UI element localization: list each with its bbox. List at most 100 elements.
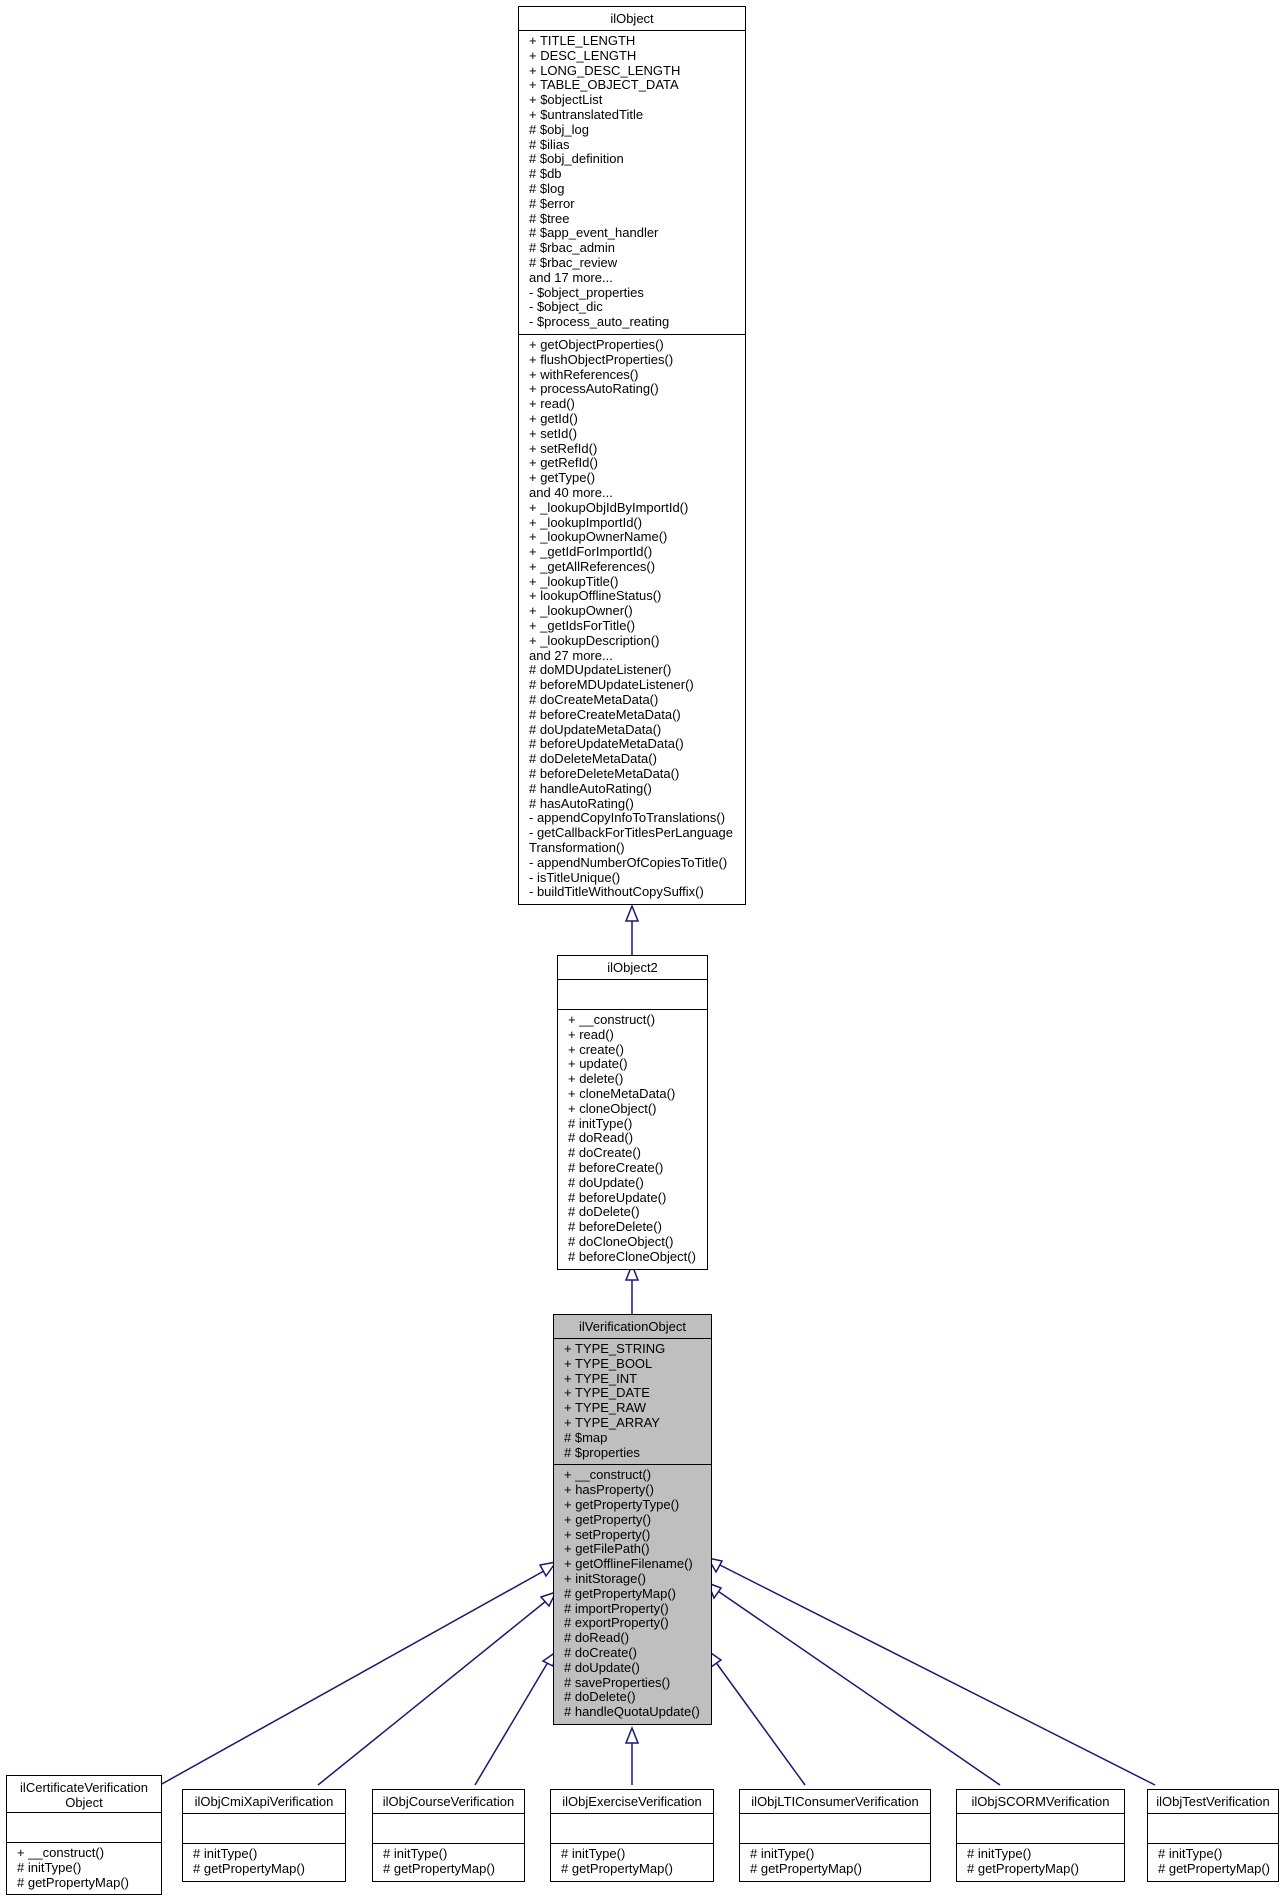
member-line: + TYPE_DATE bbox=[564, 1385, 650, 1401]
member-line: + getPropertyType() bbox=[564, 1496, 680, 1512]
member-line: + getRefId() bbox=[529, 455, 599, 471]
arrowhead-ilObject2 bbox=[624, 1262, 640, 1281]
class-title: ilObjLTIConsumerVerification bbox=[740, 1790, 930, 1814]
methods-section: + __construct()# initType()# getProperty… bbox=[7, 1842, 161, 1894]
member-line: # doDelete() bbox=[568, 1204, 640, 1220]
member-line: # getPropertyMap() bbox=[1158, 1860, 1270, 1876]
member-line: + TABLE_OBJECT_DATA bbox=[529, 77, 679, 93]
edge-ilObjCourseVerification bbox=[474, 1656, 552, 1786]
member-line: # $db bbox=[529, 166, 562, 182]
attributes-section bbox=[551, 1814, 713, 1843]
member-line: + DESC_LENGTH bbox=[529, 47, 637, 63]
member-line: + $objectList bbox=[529, 92, 603, 108]
attributes-section: + TYPE_STRING+ TYPE_BOOL+ TYPE_INT+ TYPE… bbox=[554, 1339, 711, 1464]
member-line: + TYPE_INT bbox=[564, 1370, 638, 1386]
member-line: + cloneObject() bbox=[568, 1100, 657, 1116]
member-line: # beforeCreate() bbox=[568, 1159, 664, 1175]
member-line: # $map bbox=[564, 1429, 608, 1445]
member-line: # initType() bbox=[568, 1115, 633, 1131]
member-line: # initType() bbox=[750, 1846, 815, 1861]
member-line: # doDelete() bbox=[564, 1689, 636, 1705]
member-line: + read() bbox=[529, 396, 575, 412]
member-line: + $untranslatedTitle bbox=[529, 106, 644, 122]
class-title: ilObjCourseVerification bbox=[373, 1790, 524, 1814]
member-line: # doUpdate() bbox=[564, 1659, 640, 1675]
member-line: # doCreate() bbox=[568, 1145, 641, 1161]
member-line: # getPropertyMap() bbox=[383, 1860, 495, 1876]
member-line: + _lookupOwnerName() bbox=[529, 529, 668, 545]
class-title: ilObjTestVerification bbox=[1148, 1790, 1278, 1814]
member-line: # handleQuotaUpdate() bbox=[564, 1704, 700, 1720]
member-line: # doRead() bbox=[568, 1130, 634, 1146]
member-line: + _lookupDescription() bbox=[529, 632, 660, 648]
methods-section: # initType()# getPropertyMap() bbox=[183, 1843, 345, 1881]
member-line: + update() bbox=[568, 1056, 628, 1072]
member-line: ilCertificateVerification bbox=[20, 1780, 148, 1795]
class-ilObject2: ilObject2 + __construct()+ read()+ creat… bbox=[557, 955, 708, 1270]
member-line: - appendCopyInfoToTranslations() bbox=[529, 810, 726, 826]
member-line: - $process_auto_reating bbox=[529, 314, 670, 330]
member-line: # doDeleteMetaData() bbox=[529, 751, 657, 767]
member-line: # doCreateMetaData() bbox=[529, 692, 659, 708]
member-line: # $ilias bbox=[529, 136, 570, 152]
class-title: ilObject2 bbox=[558, 956, 707, 980]
member-line: + TYPE_RAW bbox=[564, 1400, 646, 1416]
member-line: # doUpdate() bbox=[568, 1174, 644, 1190]
member-line: # beforeMDUpdateListener() bbox=[529, 677, 694, 693]
member-line: + create() bbox=[568, 1041, 624, 1057]
member-line: # beforeDelete() bbox=[568, 1219, 662, 1235]
class-ilObjLTIConsumerVerification: ilObjLTIConsumerVerification # initType(… bbox=[739, 1789, 931, 1882]
member-line: Object bbox=[65, 1795, 103, 1810]
member-line: + getObjectProperties() bbox=[529, 336, 664, 352]
member-line: + setRefId() bbox=[529, 440, 598, 456]
class-ilObjCmiXapiVerification: ilObjCmiXapiVerification # initType()# g… bbox=[182, 1789, 346, 1882]
class-ilVerificationObject: ilVerificationObject + TYPE_STRING+ TYPE… bbox=[553, 1314, 712, 1725]
member-line: # initType() bbox=[17, 1859, 82, 1875]
class-title: ilObjCmiXapiVerification bbox=[183, 1790, 345, 1814]
member-line: + getId() bbox=[529, 410, 578, 426]
attributes-section bbox=[740, 1814, 930, 1843]
edge-ilCertificateVerificationObject bbox=[159, 1566, 552, 1786]
member-line: # beforeDeleteMetaData() bbox=[529, 766, 680, 782]
member-line: # exportProperty() bbox=[564, 1615, 669, 1631]
member-line: # importProperty() bbox=[564, 1600, 669, 1616]
methods-section: # initType()# getPropertyMap() bbox=[551, 1843, 713, 1881]
member-line: # $properties bbox=[564, 1444, 640, 1460]
member-line: # saveProperties() bbox=[564, 1674, 671, 1690]
class-title: ilVerificationObject bbox=[554, 1315, 711, 1339]
class-ilObjSCORMVerification: ilObjSCORMVerification # initType()# get… bbox=[956, 1789, 1125, 1882]
member-line: # beforeCreateMetaData() bbox=[529, 706, 681, 722]
member-line: # $rbac_review bbox=[529, 254, 618, 270]
methods-section: + __construct()+ read()+ create()+ updat… bbox=[558, 1009, 707, 1269]
member-line: + _lookupOwner() bbox=[529, 603, 633, 619]
member-line: # doMDUpdateListener() bbox=[529, 662, 672, 678]
member-line: - getCallbackForTitlesPerLanguage bbox=[529, 825, 734, 841]
attributes-section bbox=[1148, 1814, 1278, 1843]
member-line: + hasProperty() bbox=[564, 1482, 654, 1498]
member-line: + __construct() bbox=[17, 1845, 105, 1860]
member-line: - $object_properties bbox=[529, 284, 644, 300]
member-line: # $rbac_admin bbox=[529, 240, 615, 256]
member-line: - isTitleUnique() bbox=[529, 869, 621, 885]
member-line: + __construct() bbox=[568, 1012, 656, 1027]
methods-section: + getObjectProperties()+ flushObjectProp… bbox=[519, 333, 745, 904]
member-line: # getPropertyMap() bbox=[193, 1860, 305, 1876]
methods-section: # initType()# getPropertyMap() bbox=[740, 1843, 930, 1881]
class-title: ilObjSCORMVerification bbox=[957, 1790, 1124, 1814]
member-line: - $object_dic bbox=[529, 299, 603, 315]
class-ilObjCourseVerification: ilObjCourseVerification # initType()# ge… bbox=[372, 1789, 525, 1882]
member-line: # doUpdateMetaData() bbox=[529, 721, 662, 737]
member-line: + _getIdForImportId() bbox=[529, 544, 653, 560]
member-line: and 40 more... bbox=[529, 484, 613, 500]
attributes-section: + TITLE_LENGTH+ DESC_LENGTH+ LONG_DESC_L… bbox=[519, 31, 745, 334]
member-line: # doCreate() bbox=[564, 1644, 637, 1660]
member-line: # $log bbox=[529, 180, 565, 196]
member-line: + flushObjectProperties() bbox=[529, 351, 674, 367]
attributes-section bbox=[373, 1814, 524, 1843]
member-line: - buildTitleWithoutCopySuffix() bbox=[529, 884, 704, 900]
class-title: ilObject bbox=[519, 7, 745, 31]
methods-section: # initType()# getPropertyMap() bbox=[373, 1843, 524, 1881]
member-line: and 17 more... bbox=[529, 269, 613, 285]
member-line: + initStorage() bbox=[564, 1570, 647, 1586]
